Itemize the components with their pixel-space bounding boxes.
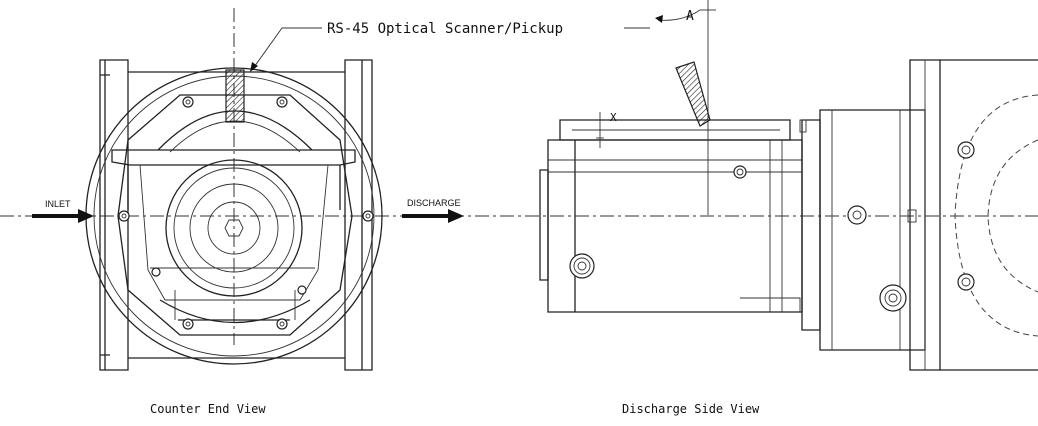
counter-end-view bbox=[0, 8, 1038, 371]
angle-a-label: A bbox=[686, 9, 694, 24]
angled-scanner-pickup bbox=[655, 0, 716, 215]
inlet-arrow-icon bbox=[32, 209, 94, 223]
discharge-side-view bbox=[539, 0, 1038, 371]
inlet-label: INLET bbox=[45, 199, 71, 209]
discharge-side-view-caption: Discharge Side View bbox=[622, 402, 760, 416]
dimension-x-label: X bbox=[610, 111, 617, 124]
optical-scanner-pickup bbox=[225, 69, 245, 123]
scanner-leader-line bbox=[251, 27, 322, 71]
scanner-label: RS-45 Optical Scanner/Pickup bbox=[327, 21, 563, 37]
discharge-label: DISCHARGE bbox=[407, 198, 461, 208]
counter-end-view-caption: Counter End View bbox=[150, 402, 266, 416]
discharge-arrow-icon bbox=[402, 209, 464, 223]
